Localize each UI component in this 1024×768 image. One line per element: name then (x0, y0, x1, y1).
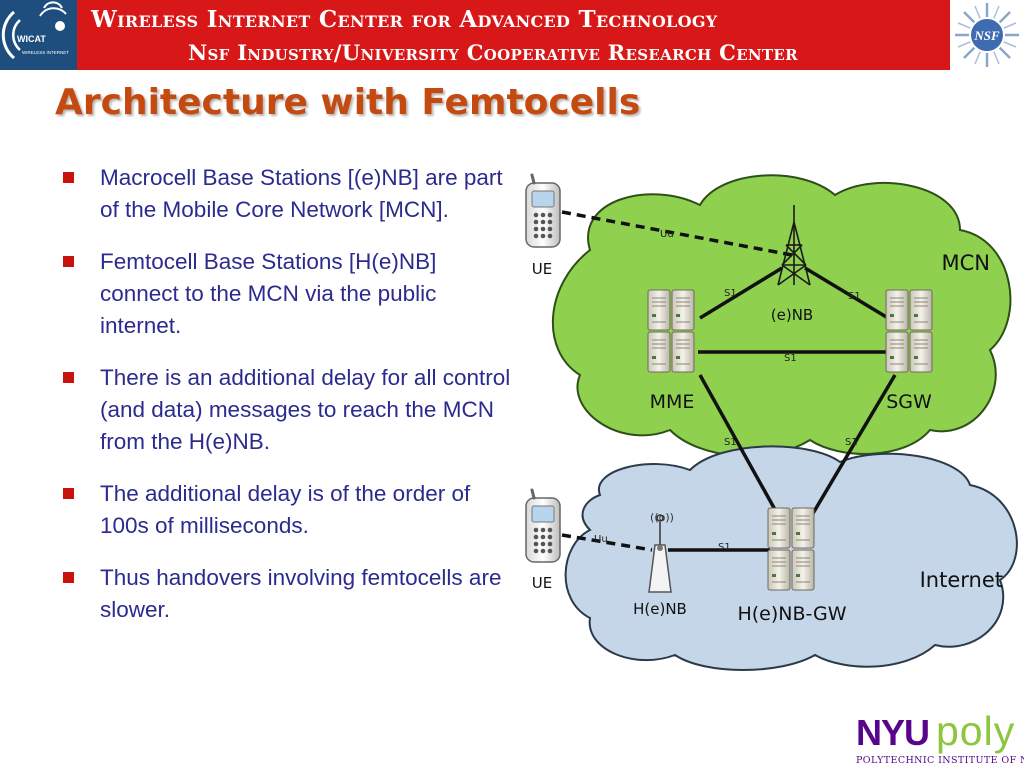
sgw-label: SGW (886, 391, 932, 413)
bullet-square-icon (63, 488, 74, 499)
bullet-item: Thus handovers involving femtocells are … (60, 562, 520, 626)
henb-gw-label: H(e)NB-GW (737, 603, 846, 625)
nyu-logo-tagline: POLYTECHNIC INSTITUTE OF NYU (856, 755, 1024, 766)
femtocell-architecture-diagram: ((o)) MCN Internet (e)NB MME SGW UE UE H… (524, 173, 1018, 671)
banner-title-line1: Wireless Internet Center for Advanced Te… (91, 6, 718, 33)
bullet-text: Femtocell Base Stations [H(e)NB] connect… (100, 249, 437, 338)
uu-top-label: Uu (660, 229, 674, 240)
henb-femtocell-icon (648, 514, 672, 593)
bullet-text: The additional delay is of the order of … (100, 481, 471, 538)
wicat-logo-graphic: WICAT WIRELESS INTERNET (0, 0, 77, 70)
bullet-square-icon (63, 172, 74, 183)
wicat-logo-text: WICAT (17, 34, 46, 44)
wicat-logo: WICAT WIRELESS INTERNET (0, 0, 77, 70)
ue-top-label: UE (532, 260, 552, 278)
henb-signal-glyph: ((o)) (650, 511, 674, 524)
internet-cloud (564, 445, 1018, 671)
bullet-list: Macrocell Base Stations [(e)NB] are part… (60, 162, 520, 646)
s1-sgw-gw-label: S1 (845, 437, 858, 448)
s1-henb-gw-label: S1 (718, 542, 731, 553)
banner-title-line2: Nsf Industry/University Cooperative Rese… (188, 40, 798, 65)
nyu-logo-text: NYU (856, 712, 930, 753)
link-sgw-gw (810, 374, 897, 516)
s1-mme-sgw-label: S1 (784, 353, 797, 364)
mcn-cloud (551, 174, 1012, 457)
bullet-text: Thus handovers involving femtocells are … (100, 565, 502, 622)
link-mme-gw (698, 374, 780, 516)
nyu-poly-logo: NYU poly POLYTECHNIC INSTITUTE OF NYU (850, 708, 1024, 766)
s1-mme-gw-label: S1 (724, 437, 737, 448)
ue-bottom-phone-icon (524, 488, 562, 564)
bullet-square-icon (63, 256, 74, 267)
poly-logo-text: poly (936, 708, 1016, 754)
nsf-logo: NSF (952, 1, 1022, 69)
s1-enb-sgw-label: S1 (848, 291, 861, 302)
bullet-item: Macrocell Base Stations [(e)NB] are part… (60, 162, 520, 226)
bullet-square-icon (63, 372, 74, 383)
slide-header: WICAT WIRELESS INTERNET Wireless Interne… (0, 0, 1024, 70)
bullet-item: The additional delay is of the order of … (60, 478, 520, 542)
nsf-logo-graphic: NSF (955, 3, 1019, 67)
bullet-square-icon (63, 572, 74, 583)
mme-label: MME (650, 391, 695, 413)
uu-bottom-label: Uu (594, 534, 608, 545)
ue-bottom-label: UE (532, 574, 552, 592)
internet-cloud-label: Internet (920, 568, 1003, 592)
slide-title: Architecture with Femtocells (55, 82, 641, 123)
link-ue-enb (561, 210, 793, 257)
enb-tower-icon (777, 205, 811, 286)
enb-label: (e)NB (771, 306, 813, 324)
institution-banner: Wireless Internet Center for Advanced Te… (77, 0, 950, 70)
henb-label: H(e)NB (633, 600, 687, 618)
nsf-logo-text: NSF (973, 28, 1000, 43)
bullet-text: Macrocell Base Stations [(e)NB] are part… (100, 165, 503, 222)
link-enb-mme (699, 266, 783, 320)
link-ue-henb (561, 533, 653, 552)
bullet-text: There is an additional delay for all con… (100, 365, 511, 454)
link-enb-sgw (804, 266, 889, 320)
bullet-item: There is an additional delay for all con… (60, 362, 520, 458)
ue-top-phone-icon (524, 173, 562, 249)
mcn-cloud-label: MCN (942, 251, 991, 275)
bullet-item: Femtocell Base Stations [H(e)NB] connect… (60, 246, 520, 342)
wicat-logo-subtext: WIRELESS INTERNET (22, 50, 69, 55)
s1-enb-mme-label: S1 (724, 288, 737, 299)
